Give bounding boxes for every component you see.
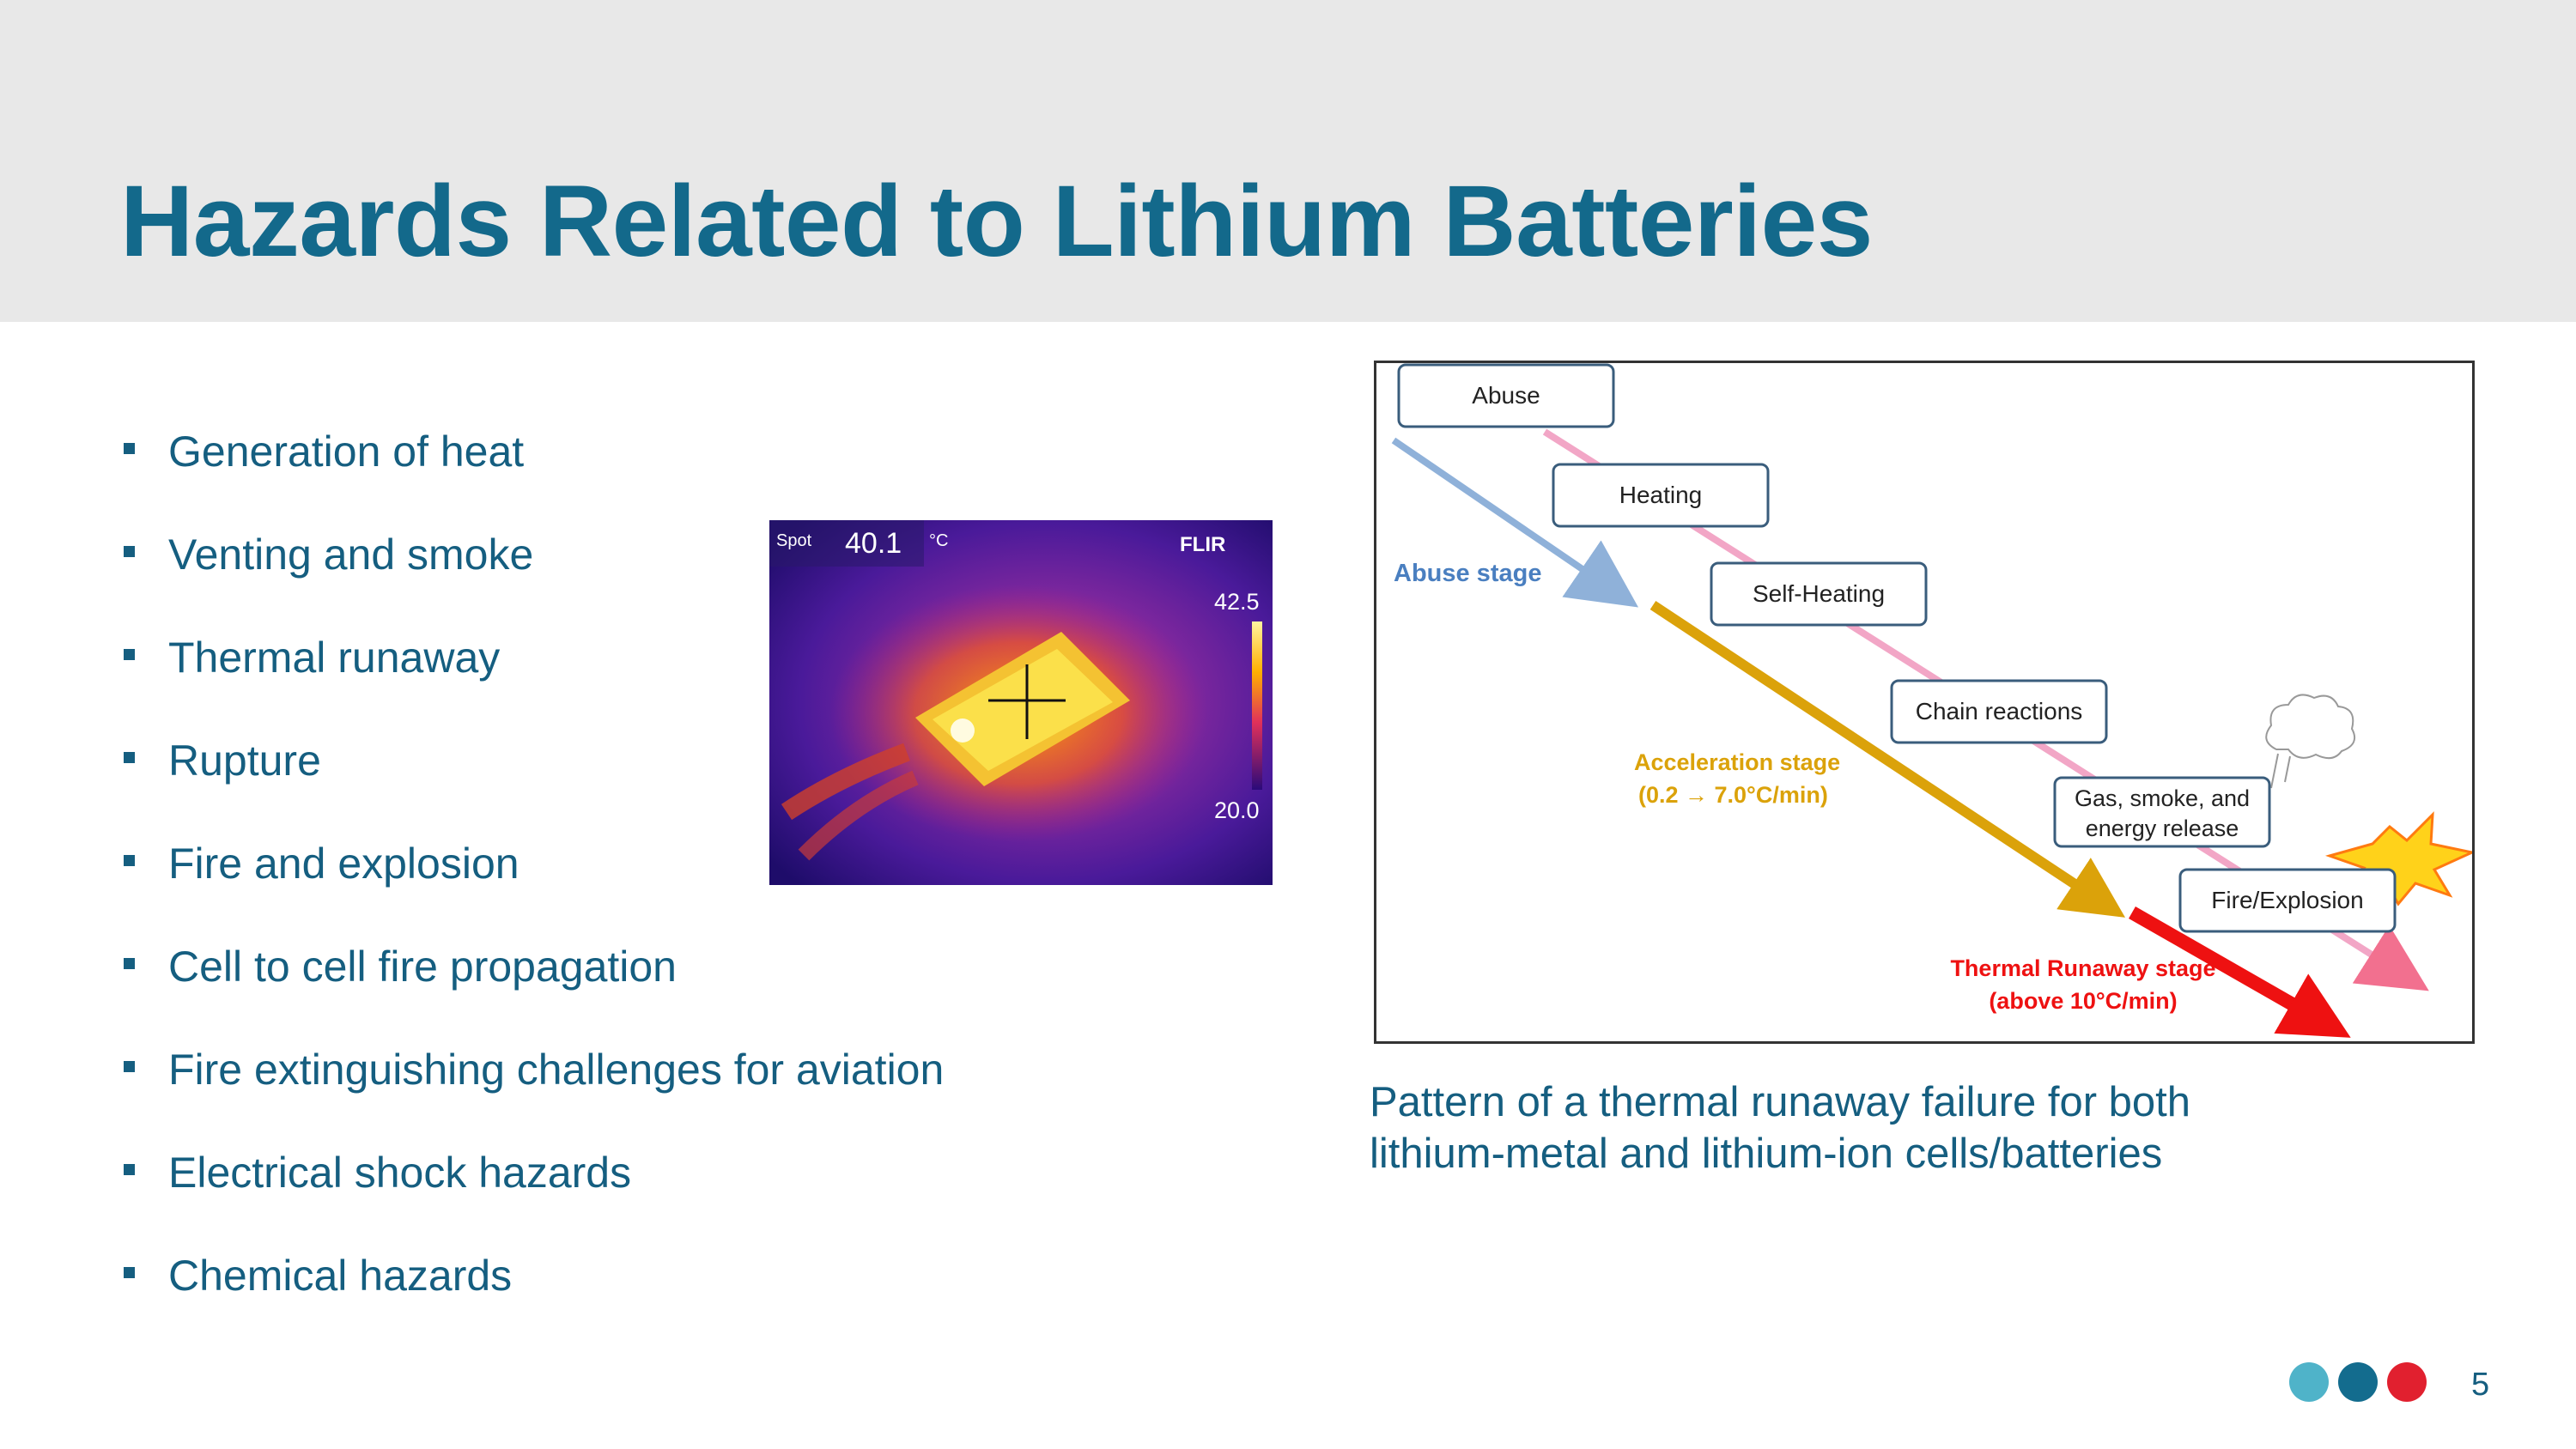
thermal-runaway-diagram: Abuse Heating Self-Heating Chain reactio… xyxy=(1374,361,2476,1044)
thermal-camera-image: Spot 40.1 °C FLIR 42.5 20.0 xyxy=(769,520,1273,885)
box-gas-smoke: Gas, smoke, and energy release xyxy=(2053,776,2271,848)
box-fire-explosion: Fire/Explosion xyxy=(2178,868,2397,933)
box-self-heating: Self-Heating xyxy=(1710,561,1928,627)
box-chain-reactions: Chain reactions xyxy=(1890,679,2108,744)
caption-line: Pattern of a thermal runaway failure for… xyxy=(1370,1079,2191,1125)
scale-min: 20.0 xyxy=(1214,797,1260,823)
spot-value: 40.1 xyxy=(845,527,902,560)
footer-dot-teal xyxy=(2289,1362,2329,1402)
scale-max: 42.5 xyxy=(1214,589,1260,615)
acceleration-stage-label: Acceleration stage xyxy=(1634,749,1840,775)
bullet-marker xyxy=(124,546,135,557)
bullet-marker xyxy=(124,443,135,454)
bullet-marker xyxy=(124,1267,135,1278)
acceleration-rate-label: (0.2 → 7.0°C/min) xyxy=(1638,782,1828,808)
slide-title: Hazards Related to Lithium Batteries xyxy=(120,165,1873,278)
bullet-marker xyxy=(124,958,135,969)
box-gas-label-1: Gas, smoke, and xyxy=(2075,785,2250,811)
smoke-cloud-icon xyxy=(2265,694,2355,789)
box-self-heating-label: Self-Heating xyxy=(1753,580,1885,607)
runaway-stage-label: Thermal Runaway stage xyxy=(1950,955,2215,981)
box-abuse: Abuse xyxy=(1397,363,1615,428)
box-fire-label: Fire/Explosion xyxy=(2211,887,2363,913)
header-band xyxy=(0,0,2576,322)
box-heating: Heating xyxy=(1552,463,1770,528)
box-abuse-label: Abuse xyxy=(1472,382,1540,409)
box-gas-label-2: energy release xyxy=(2086,815,2239,841)
caption-line: lithium-metal and lithium-ion cells/batt… xyxy=(1370,1131,2163,1177)
bullet-marker xyxy=(124,752,135,763)
footer-dot-navy xyxy=(2338,1362,2378,1402)
bullet-marker xyxy=(124,649,135,660)
abuse-stage-label: Abuse stage xyxy=(1394,560,1541,587)
box-heating-label: Heating xyxy=(1619,482,1703,508)
diagram-canvas: Abuse Heating Self-Heating Chain reactio… xyxy=(1391,363,2476,1038)
page-number: 5 xyxy=(2471,1367,2490,1403)
bullet-marker xyxy=(124,855,135,866)
diagram-caption: Pattern of a thermal runaway failure for… xyxy=(1370,1076,2400,1179)
color-scale-bar xyxy=(1252,621,1262,790)
temp-unit: °C xyxy=(929,531,948,550)
flir-logo: FLIR xyxy=(1180,533,1225,556)
spot-label: Spot xyxy=(776,531,812,550)
acceleration-stage-arrow xyxy=(1649,600,2126,918)
thermal-runaway-arrow xyxy=(2129,906,2351,1038)
bullet-marker xyxy=(124,1061,135,1072)
bullet-marker xyxy=(124,1164,135,1175)
footer-dot-red xyxy=(2387,1362,2427,1402)
box-chain-reactions-label: Chain reactions xyxy=(1916,698,2083,724)
abuse-stage-arrow xyxy=(1391,437,1639,608)
runaway-rate-label: (above 10°C/min) xyxy=(1989,988,2177,1014)
